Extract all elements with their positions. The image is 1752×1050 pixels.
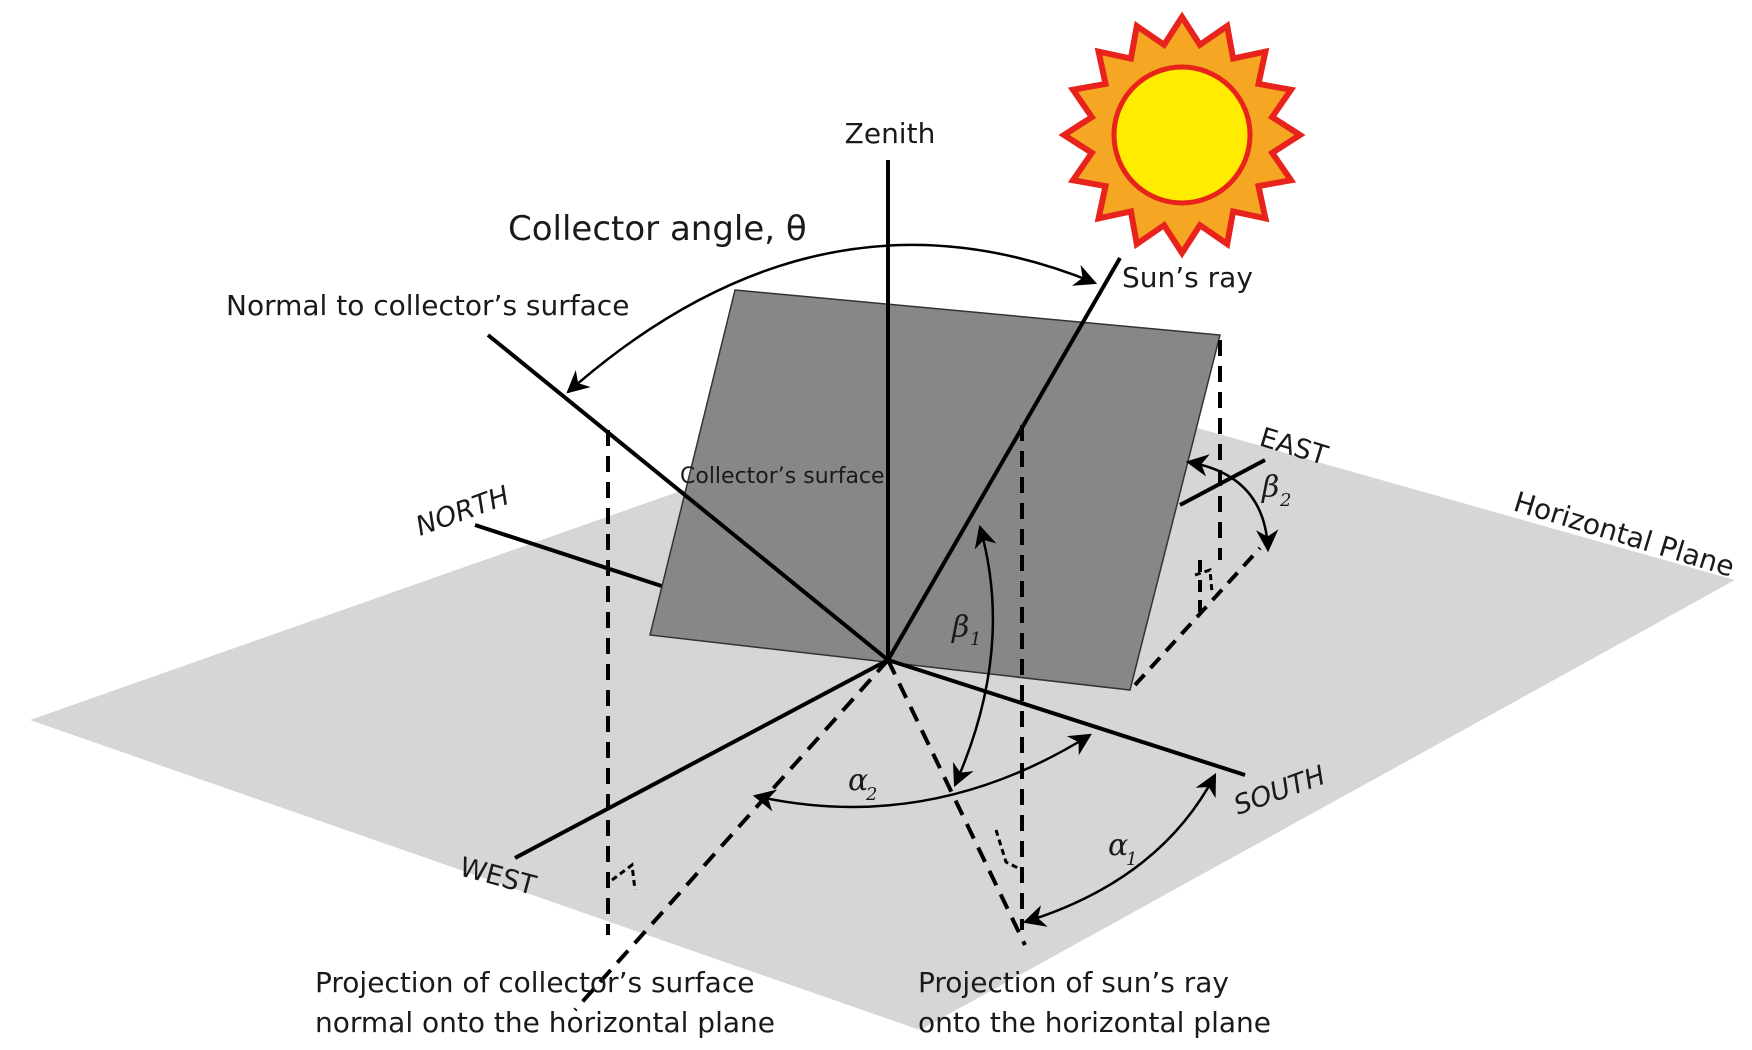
alpha1-arc xyxy=(1022,773,1217,927)
normal-line xyxy=(486,333,890,662)
horizontal-plane xyxy=(30,375,1735,1030)
normal-right-angle xyxy=(611,862,637,891)
svg-text:2: 2 xyxy=(1279,490,1291,511)
west-axis xyxy=(514,658,889,860)
beta2-label: β 2 xyxy=(1261,470,1291,511)
sun-disc xyxy=(1111,64,1253,206)
collector-surface-label: Collector’s surface xyxy=(680,464,885,489)
svg-text:β: β xyxy=(951,610,969,645)
sun-projection-label-line1: Projection of sun’s ray xyxy=(918,966,1229,999)
east-dash-diagonal xyxy=(1133,546,1262,687)
normal-projection-label-line2: normal onto the horizontal plane xyxy=(315,1006,775,1039)
alpha1-label: α 1 xyxy=(1108,828,1137,870)
normal-projection-line xyxy=(573,658,890,1012)
east-right-angle xyxy=(1194,567,1214,593)
svg-text:2: 2 xyxy=(865,784,877,805)
collector-surface xyxy=(649,289,1221,691)
beta2-arc xyxy=(1185,454,1279,553)
suns-ray-label: Sun’s ray xyxy=(1122,261,1253,294)
zenith-label: Zenith xyxy=(845,117,936,150)
sun-right-angle xyxy=(994,829,1023,872)
south-axis xyxy=(887,658,1246,777)
beta1-label: β 1 xyxy=(951,610,981,650)
svg-text:α: α xyxy=(1108,828,1128,863)
sun-projection-label-line2: onto the horizontal plane xyxy=(918,1006,1271,1039)
alpha2-label: α 2 xyxy=(848,763,877,805)
svg-text:α: α xyxy=(848,763,868,798)
svg-text:1: 1 xyxy=(970,629,981,650)
collector-angle-label: Collector angle, θ xyxy=(508,209,807,249)
collector-angle-arc xyxy=(566,243,1098,394)
sun-icon xyxy=(1058,11,1306,259)
normal-projection-label-line1: Projection of collector’s surface xyxy=(315,966,754,999)
normal-label: Normal to collector’s surface xyxy=(226,289,629,322)
alpha2-arc xyxy=(752,733,1092,812)
svg-text:1: 1 xyxy=(1126,849,1137,870)
svg-text:β: β xyxy=(1261,470,1279,505)
